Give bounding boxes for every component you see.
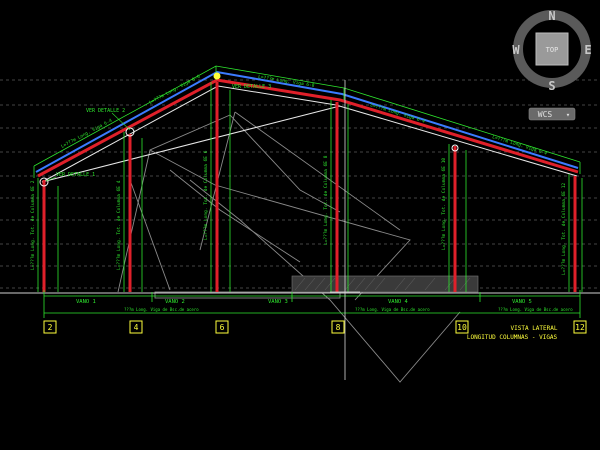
axis-label-2: 2 [48, 323, 53, 332]
note-detail-3: VER DETALLE 3 [232, 84, 271, 90]
bottom-dim-2: ???m Long. Viga de Bsc.de acero [355, 307, 430, 312]
axis-label-4: 4 [134, 323, 139, 332]
viewcube[interactable]: TOP N S W E WCS ▾ [512, 9, 592, 121]
beam-label-4: L=???m Long. Viga 6-4 [369, 102, 425, 124]
column-6[interactable] [210, 82, 231, 292]
compass-north[interactable]: N [548, 9, 555, 23]
column-8[interactable] [330, 100, 349, 292]
drawing-title: VISTA LATERAL LONGITUD COLUMNAS - VIGAS [467, 325, 558, 341]
note-detail-2: VER DETALLE 2 [86, 108, 125, 114]
title-line-2: LONGITUD COLUMNAS - VIGAS [467, 334, 558, 341]
span-label-2: VANO 2 [165, 299, 185, 305]
bottom-dim-1: ???m Long. Viga de Bsc.de acero [124, 307, 199, 312]
detail-notes: VER DETALLE 2 VER DETALLE 1 VER DETALLE … [56, 84, 271, 178]
detail-markers [39, 72, 459, 187]
wcs-label: WCS [538, 110, 553, 119]
columns[interactable] [37, 82, 583, 292]
column-10[interactable] [448, 144, 467, 292]
span-label-4: VANO 4 [388, 299, 409, 305]
span-label-3: VANO 3 [268, 299, 288, 305]
grey-background-geometry [117, 111, 461, 383]
compass-south[interactable]: S [548, 79, 555, 93]
axis-label-10: 10 [457, 323, 467, 332]
column-label-2: L=???m Long. Tot. de Columna 6E 2 [30, 180, 36, 270]
note-detail-1: VER DETALLE 1 [56, 172, 95, 178]
column-label-4: L=???m Long. Tot. de Columna 6E 4 [116, 180, 122, 270]
axis-label-6: 6 [220, 323, 225, 332]
bottom-dim-labels: ???m Long. Viga de Bsc.de acero ???m Lon… [124, 307, 573, 312]
column-label-10: L=???m Long. Tot. de Columna 6E 10 [441, 158, 447, 250]
roof-blue-cord [35, 70, 579, 173]
title-line-1: VISTA LATERAL [511, 325, 558, 332]
span-label-5: VANO 5 [512, 299, 532, 305]
span-dimensions [43, 290, 581, 318]
viewcube-ring[interactable] [513, 10, 591, 88]
span-labels: VANO 1 VANO 2 VANO 3 VANO 4 VANO 5 [76, 299, 532, 305]
floor-hatch [291, 275, 479, 293]
roof-inner-white [41, 85, 578, 183]
viewcube-top-face[interactable] [535, 32, 569, 66]
axis-label-12: 12 [575, 323, 585, 332]
column-2[interactable] [37, 178, 59, 292]
span-label-1: VANO 1 [76, 299, 96, 305]
column-label-8: L=???m Long. Tot. de Columna 6E 8 [323, 155, 329, 245]
crosshair-cursor [330, 80, 360, 380]
column-4[interactable] [123, 132, 143, 292]
axis-markers [43, 320, 587, 334]
column-labels: L=???m Long. Tot. de Columna 6E 2 L=???m… [30, 150, 567, 275]
column-label-6: L=???m Long. Tot. de Columna 6E 6 [203, 150, 209, 240]
note-leaders [45, 112, 131, 182]
compass-east[interactable]: E [584, 43, 591, 57]
wcs-menu-button[interactable] [528, 107, 576, 121]
compass-west[interactable]: W [512, 43, 520, 57]
wcs-chevron-icon: ▾ [566, 111, 570, 119]
axis-labels: 2 4 6 8 10 12 [48, 323, 585, 332]
viewcube-face-label: TOP [546, 46, 559, 54]
axis-label-8: 8 [336, 323, 341, 332]
column-label-12: L=???m Long. Tot. de Columna 6E 12 [561, 183, 567, 275]
roof-dimensions [33, 65, 581, 178]
column-12[interactable] [568, 174, 583, 292]
bottom-dim-3: ???m Long. Viga de Bsc.de acero [498, 307, 573, 312]
